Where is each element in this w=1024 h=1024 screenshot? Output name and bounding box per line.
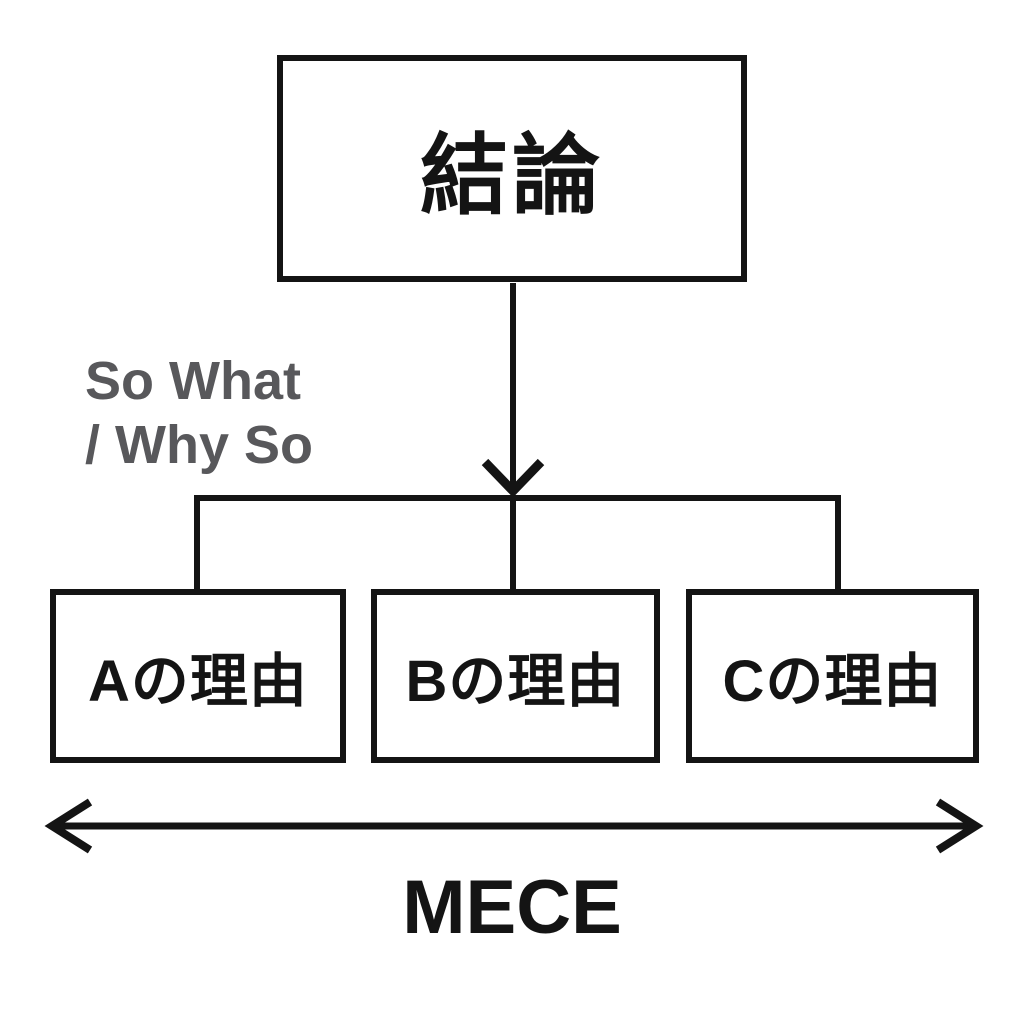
mece-span-arrow: [44, 798, 984, 854]
conclusion-box: 結論: [277, 55, 747, 282]
so-what-line: So What: [85, 351, 301, 411]
branch-connector: [194, 495, 841, 592]
reason-c-box: Cの理由: [686, 589, 979, 763]
so-what-why-so-label: So What / Why So: [85, 350, 313, 477]
reason-a-box: Aの理由: [50, 589, 346, 763]
why-so-line: / Why So: [85, 414, 313, 475]
reason-c-label: Cの理由: [722, 649, 943, 714]
reason-a-label: Aの理由: [88, 649, 308, 714]
conclusion-label: 結論: [419, 126, 604, 225]
reason-b-label: Bの理由: [405, 649, 626, 714]
mece-label: MECE: [402, 865, 622, 950]
down-arrow: [481, 283, 545, 498]
reason-b-box: Bの理由: [371, 589, 660, 763]
